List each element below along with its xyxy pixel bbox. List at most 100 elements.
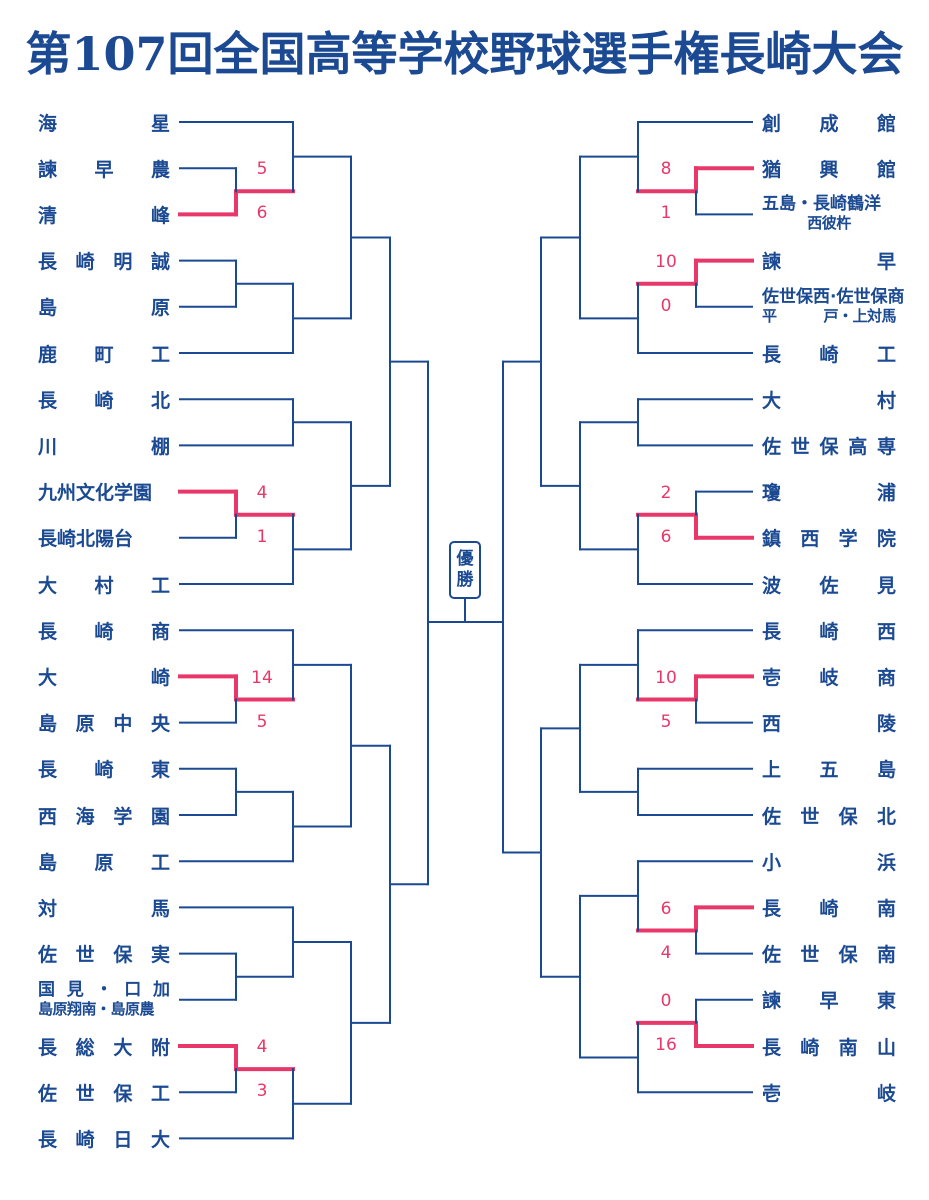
team-name-part: 五島・長崎鶴洋 xyxy=(762,194,881,215)
team-right-19: 佐世保南 xyxy=(762,942,896,966)
team-name-part: 北 xyxy=(150,389,170,412)
team-name-part: 長 xyxy=(38,1036,58,1059)
team-name-part: 五 xyxy=(819,759,839,782)
team-name-part: 崎 xyxy=(819,620,839,643)
team-right-6: 長崎工 xyxy=(762,341,896,366)
score-right-5-bottom: 16 xyxy=(655,1034,677,1055)
score-right-4-bottom: 4 xyxy=(660,942,672,963)
team-name-part: 西彼杵 xyxy=(807,214,851,233)
score-right-2-top: 2 xyxy=(660,482,672,503)
team-name-part: 世 xyxy=(75,944,95,967)
team-name-part: 九州文化学園 xyxy=(38,482,153,505)
team-name-part: 山 xyxy=(876,1036,896,1059)
team-name-part: 工 xyxy=(150,851,170,874)
team-right-20: 諫早東 xyxy=(762,988,896,1012)
team-name-part: 附 xyxy=(150,1036,170,1059)
team-name-part: 島原翔南・島原農 xyxy=(38,999,155,1018)
team-right-22: 壱岐 xyxy=(762,1080,896,1105)
team-name-part: 壱 xyxy=(762,1082,782,1105)
team-right-5: 佐世保西·佐世保商平戸・上対馬 xyxy=(762,287,904,326)
team-name-part: 加 xyxy=(153,979,170,1000)
team-left-8: 川棚 xyxy=(38,433,170,458)
team-name-part: 誠 xyxy=(150,251,170,274)
team-right-16: 佐世保北 xyxy=(762,803,896,828)
team-name-part: 専 xyxy=(876,435,896,458)
score-right-5-top: 0 xyxy=(660,990,672,1011)
team-right-18: 長崎南 xyxy=(762,895,896,920)
team-right-3: 五島・長崎鶴洋西彼杵 xyxy=(762,195,896,233)
team-name-part: 実 xyxy=(150,944,170,967)
team-name-part: 保 xyxy=(838,805,858,828)
team-left-19: 佐世保実 xyxy=(38,942,170,966)
team-name-part: 商 xyxy=(876,666,896,689)
team-name-part: 長 xyxy=(762,620,782,643)
team-name-part: 創 xyxy=(762,112,782,135)
team-name-part: 島 xyxy=(38,297,58,320)
team-right-10: 鎮西学院 xyxy=(762,526,896,550)
team-name-part: 日 xyxy=(113,1128,133,1151)
team-name-part: 工 xyxy=(150,343,170,366)
team-name-part: 浜 xyxy=(876,851,896,874)
team-name-part: 見 xyxy=(876,574,896,597)
team-name-line: 佐世保西·佐世保商 xyxy=(762,287,904,307)
team-name-part: 長 xyxy=(38,389,58,412)
team-name-part: 南 xyxy=(838,1036,858,1059)
team-name-part: 見 xyxy=(66,979,84,1000)
page-title: 第107回全国高等学校野球選手権長崎大会 xyxy=(25,27,904,81)
team-name-part: 佐世保西·佐世保商 xyxy=(762,286,905,307)
team-name-part: 学 xyxy=(113,805,133,828)
team-name-part: 館 xyxy=(876,158,896,181)
team-name-part: 対 xyxy=(38,897,58,920)
team-name-part: 世 xyxy=(800,944,820,967)
team-left-3: 清峰 xyxy=(38,202,170,227)
team-name-part: 保 xyxy=(113,944,133,967)
team-left-13: 大崎 xyxy=(38,664,170,689)
team-name-part: 馬 xyxy=(150,897,170,920)
team-left-9: 九州文化学園 xyxy=(38,480,170,504)
team-name-part: 浦 xyxy=(876,482,896,505)
team-right-8: 佐世保高専 xyxy=(762,433,896,458)
team-name-part: 西 xyxy=(800,528,820,551)
team-name-part: 佐 xyxy=(762,944,782,967)
team-name-line: 西彼杵 xyxy=(762,214,896,233)
team-right-4: 諫早 xyxy=(762,249,896,273)
team-name-part: 園 xyxy=(150,805,170,828)
team-name-part: 工 xyxy=(150,1082,170,1105)
team-left-14: 島原中央 xyxy=(38,711,170,735)
champion-box: 優 勝 xyxy=(449,541,481,599)
team-right-9: 瓊浦 xyxy=(762,480,896,504)
team-name-part: 岐 xyxy=(819,666,839,689)
team-name-part: 東 xyxy=(150,759,170,782)
team-name-part: 佐 xyxy=(38,944,58,967)
team-name-part: ・ xyxy=(95,979,113,1000)
team-name-part: 崎 xyxy=(819,897,839,920)
team-name-part: 長 xyxy=(38,1128,58,1151)
score-left-3-bottom: 3 xyxy=(256,1081,268,1102)
team-name-part: 岐 xyxy=(876,1082,896,1105)
team-name-part: 平 xyxy=(762,306,777,325)
team-name-part: 清 xyxy=(38,204,58,227)
team-name-part: 東 xyxy=(876,990,896,1013)
score-right-3-bottom: 5 xyxy=(660,711,672,732)
team-name-part: 保 xyxy=(113,1082,133,1105)
score-left-1-top: 4 xyxy=(256,482,268,503)
team-left-21: 長総大附 xyxy=(38,1034,170,1059)
team-left-18: 対馬 xyxy=(38,895,170,920)
team-name-part: 上 xyxy=(762,759,782,782)
team-name-part: 波 xyxy=(762,574,782,597)
team-name-part: 早 xyxy=(94,158,114,181)
team-name-part: 総 xyxy=(75,1036,95,1059)
team-name-part: 北 xyxy=(876,805,896,828)
team-left-1: 海星 xyxy=(38,110,170,135)
team-name-part: 島 xyxy=(38,713,58,736)
team-name-part: 猶 xyxy=(762,158,782,181)
team-name-part: 壱 xyxy=(762,666,782,689)
team-name-part: 長 xyxy=(762,343,782,366)
team-name-part: 中 xyxy=(113,713,133,736)
team-left-22: 佐世保工 xyxy=(38,1080,170,1105)
team-name-part: 海 xyxy=(75,805,95,828)
team-name-part: 農 xyxy=(150,158,170,181)
team-name-part: 大 xyxy=(762,389,782,412)
team-right-7: 大村 xyxy=(762,387,896,412)
team-name-part: 長 xyxy=(762,897,782,920)
